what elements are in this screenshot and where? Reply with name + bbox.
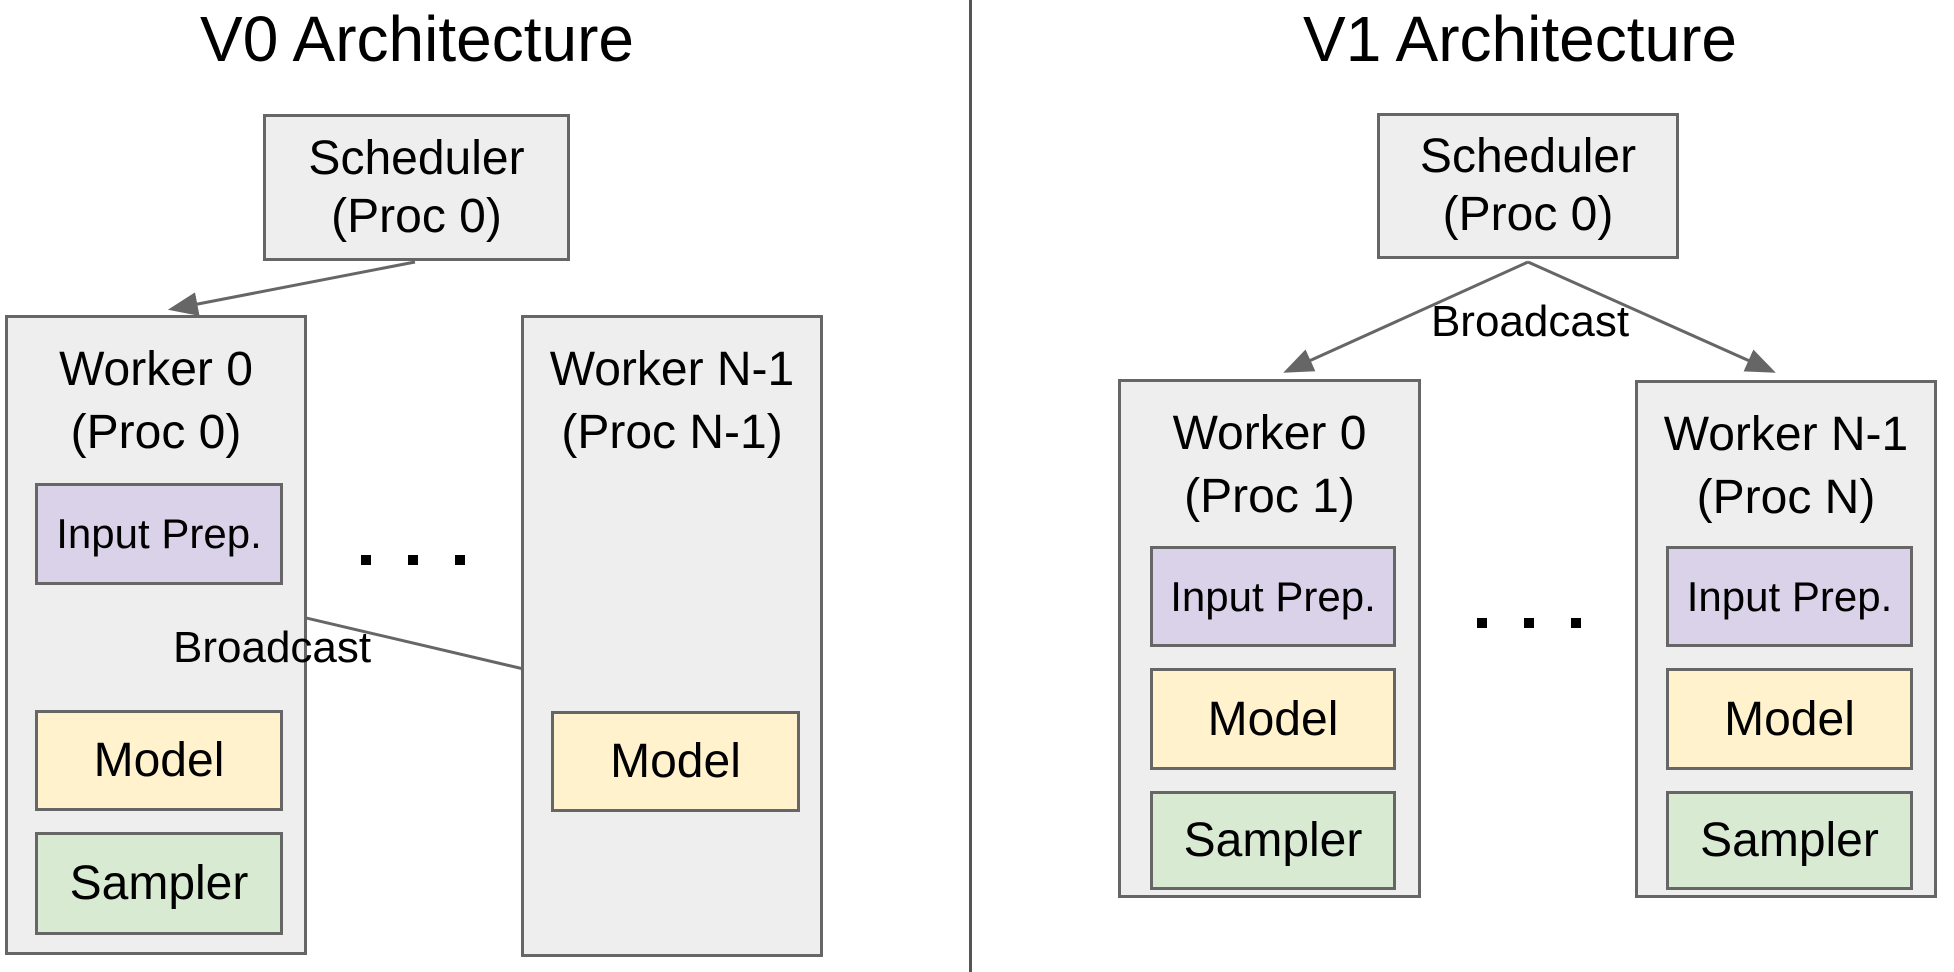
v1-worker0-model-block: Model: [1150, 668, 1396, 770]
v0-broadcast-label: Broadcast: [173, 623, 372, 672]
v0-scheduler-name: Scheduler: [308, 131, 525, 185]
v0-worker0-sampler-label: Sampler: [69, 857, 249, 910]
dot-icon: [1477, 618, 1487, 628]
v1-worker0-input-prep-label: Input Prep.: [1170, 572, 1376, 620]
v1-workerN-sampler-block: Sampler: [1666, 791, 1913, 890]
v1-workerN-heading: Worker N-1 (Proc N): [1638, 403, 1934, 529]
v1-scheduler-proc: (Proc 0): [1442, 188, 1614, 241]
v1-worker0-name: Worker 0: [1172, 407, 1367, 460]
v0-workerN-model-label: Model: [610, 735, 741, 788]
v1-scheduler-name: Scheduler: [1419, 130, 1637, 183]
v0-ellipsis-dots: [361, 555, 465, 565]
v0-workerN-box: Worker N-1 (Proc N-1) Model: [521, 315, 823, 957]
v1-worker0-input-prep-block: Input Prep.: [1150, 546, 1396, 647]
section-divider: [969, 0, 972, 972]
v1-workerN-name: Worker N-1: [1663, 408, 1909, 461]
v1-worker0-model-label: Model: [1207, 692, 1339, 746]
v0-worker0-sampler-block: Sampler: [35, 832, 283, 935]
v1-worker0-sampler-label: Sampler: [1183, 814, 1363, 867]
v0-worker0-heading: Worker 0 (Proc 0): [8, 338, 304, 464]
v1-workerN-input-prep-block: Input Prep.: [1666, 546, 1913, 647]
v0-worker0-model-label: Model: [93, 734, 225, 787]
v0-scheduler-to-worker0-arrow: [167, 260, 416, 316]
dot-icon: [361, 555, 371, 565]
v1-worker0-sampler-block: Sampler: [1150, 791, 1396, 890]
dot-icon: [455, 555, 465, 565]
v0-title: V0 Architecture: [200, 3, 634, 75]
v0-workerN-name: Worker N-1: [549, 343, 795, 396]
v1-ellipsis-dots: [1477, 618, 1581, 628]
v0-worker0-box: Worker 0 (Proc 0) Input Prep. Model Samp…: [5, 315, 307, 955]
v0-worker0-model-block: Model: [35, 710, 283, 811]
v1-workerN-input-prep-label: Input Prep.: [1686, 572, 1893, 620]
v1-title: V1 Architecture: [1303, 3, 1737, 75]
v0-worker0-input-prep-block: Input Prep.: [35, 483, 283, 585]
v1-scheduler-box: Scheduler (Proc 0): [1377, 113, 1679, 259]
v0-worker0-proc: (Proc 0): [70, 406, 242, 459]
v0-workerN-model-block: Model: [551, 711, 800, 812]
v1-workerN-proc: (Proc N): [1696, 471, 1876, 524]
v0-scheduler-proc: (Proc 0): [331, 189, 502, 243]
dot-icon: [1571, 618, 1581, 628]
v1-worker0-heading: Worker 0 (Proc 1): [1121, 402, 1418, 528]
v0-worker0-name: Worker 0: [59, 343, 253, 396]
v1-workerN-model-block: Model: [1666, 668, 1913, 770]
dot-icon: [408, 555, 418, 565]
dot-icon: [1524, 618, 1534, 628]
v1-workerN-box: Worker N-1 (Proc N) Input Prep. Model Sa…: [1635, 380, 1937, 898]
v0-worker0-input-prep-label: Input Prep.: [56, 510, 262, 557]
v1-workerN-sampler-label: Sampler: [1700, 814, 1879, 867]
v1-worker0-box: Worker 0 (Proc 1) Input Prep. Model Samp…: [1118, 379, 1421, 898]
v1-broadcast-label: Broadcast: [1430, 297, 1630, 346]
v1-workerN-model-label: Model: [1724, 692, 1855, 746]
v0-workerN-proc: (Proc N-1): [561, 406, 783, 459]
v0-workerN-heading: Worker N-1 (Proc N-1): [524, 338, 820, 464]
v0-scheduler-box: Scheduler (Proc 0): [263, 114, 570, 261]
v1-worker0-proc: (Proc 1): [1184, 470, 1355, 523]
